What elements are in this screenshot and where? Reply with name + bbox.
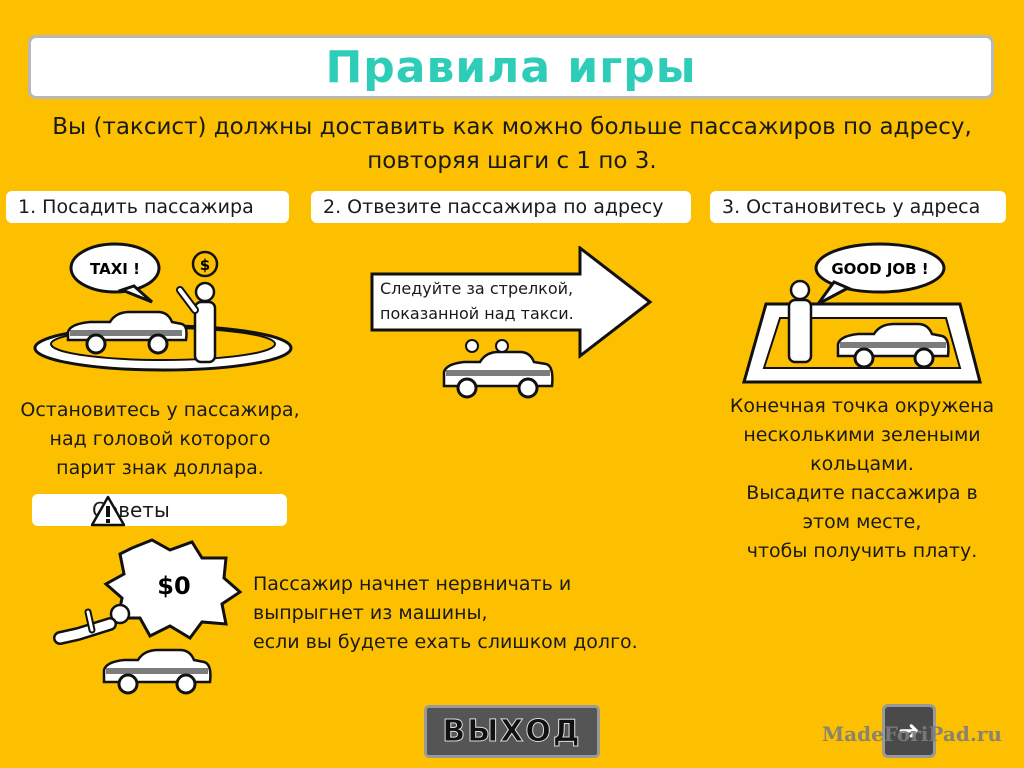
step-3-caption: Конечная точка окружена несколькими зеле… [712,392,1012,566]
page-title: Правила игры [325,41,697,93]
exit-button[interactable]: ВЫХОД [424,705,600,758]
good-job-bubble-text: GOOD JOB ! [831,260,928,278]
step-2-label: 2. Отвезите пассажира по адресу [311,191,691,223]
taxi-bubble-text: TAXI ! [90,260,140,278]
arrow-text-line: Следуйте за стрелкой, [380,279,574,298]
tip-text-line: выпрыгнет из машины, [253,602,488,624]
caption-line: этом месте, [802,511,922,533]
taxi-speech-bubble [69,242,161,294]
taxi-car [836,322,950,369]
tips-label-bar: Советы [32,494,287,526]
caption-line: чтобы получить плату. [746,540,978,562]
caption-line: несколькими зелеными [743,424,981,446]
step-1-caption: Остановитесь у пассажира, над головой ко… [10,396,310,483]
tip-text-line: если вы будете ехать слишком долго. [253,631,638,653]
route-arrow-illustration [370,246,653,399]
arrow-instruction: Следуйте за стрелкой, показанной над так… [380,276,610,326]
intro-line-1: Вы (таксист) должны доставить как можно … [52,114,972,140]
step-3-label: 3. Остановитесь у адреса [710,191,1006,223]
title-bar: Правила игры [28,35,994,99]
step-1-label: 1. Посадить пассажира [6,191,289,223]
caption-line: Высадите пассажира в [746,482,978,504]
intro-line-2: повторяя шаги с 1 по 3. [367,148,657,174]
caption-line: над головой которого [49,428,271,450]
taxi-car [442,339,554,399]
taxi-car [102,648,212,695]
next-button[interactable]: ➜ [882,704,936,758]
burst-text: $0 [157,572,190,600]
warning-icon [90,495,126,527]
caption-line: Остановитесь у пассажира, [20,399,300,421]
passenger-figure [787,279,813,364]
watermark: MadeForiPad.ru [822,722,1002,746]
direction-arrow-icon [370,246,653,360]
tip-text-line: Пассажир начнет нервничать и [253,573,572,595]
next-arrow-icon: ➜ [898,716,920,746]
caption-line: парит знак доллара. [56,457,264,479]
good-job-speech-bubble [814,242,946,294]
exit-button-label: ВЫХОД [442,714,582,750]
jumping-passenger-figure [53,603,131,645]
caption-line: кольцами. [810,453,914,475]
intro-text: Вы (таксист) должны доставить как можно … [40,110,984,178]
taxi-car [66,310,188,355]
arrow-text-line: показанной над такси. [380,304,574,323]
angry-passenger-illustration: $0 [53,538,243,695]
caption-line: Конечная точка окружена [729,395,995,417]
dropoff-illustration: GOOD JOB ! [742,242,982,384]
pickup-illustration: TAXI ! $ [33,242,293,372]
zero-money-burst [103,538,243,640]
svg-text:$: $ [200,256,210,274]
tip-text: Пассажир начнет нервничать и выпрыгнет и… [253,570,713,657]
dollar-icon: $ [191,250,219,278]
passenger-figure [176,281,217,364]
